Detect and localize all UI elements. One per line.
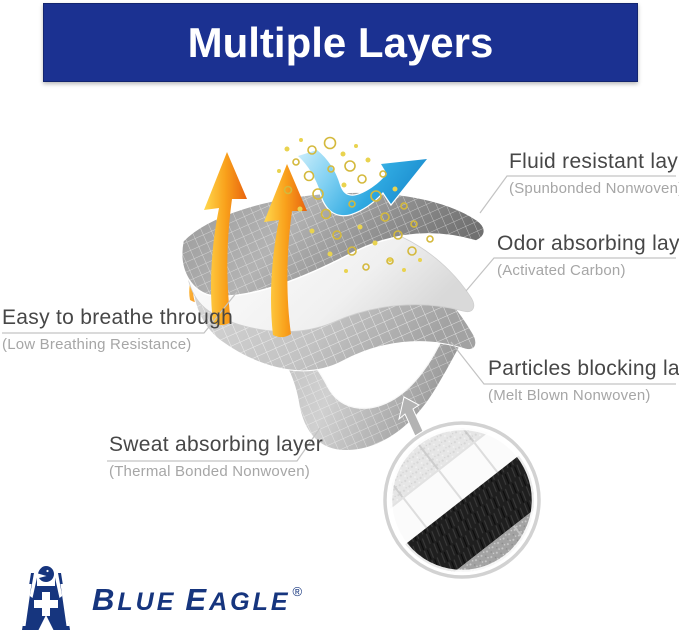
header-banner: Multiple Layers: [43, 3, 638, 82]
callout-title: Fluid resistant layer: [509, 150, 679, 173]
callout-fluid-resistant: Fluid resistant layer (Spunbonded Nonwov…: [509, 150, 679, 198]
callout-subtitle: (Thermal Bonded Nonwoven): [109, 463, 310, 480]
callout-subtitle: (Activated Carbon): [497, 262, 626, 279]
brand-initial: B: [92, 582, 118, 617]
callout-title: Sweat absorbing layer: [109, 433, 324, 456]
callout-particles-blocking: Particles blocking layer (Melt Blown Non…: [488, 357, 679, 405]
callout-easy-breathe: Easy to breathe through (Low Breathing R…: [2, 306, 233, 354]
top-layer-sheet: [181, 191, 486, 298]
callout-title: Easy to breathe through: [2, 306, 234, 329]
particle-dots-icon: [277, 136, 434, 273]
registered-mark: ®: [292, 584, 303, 599]
callout-subtitle: (Spunbonded Nonwoven): [509, 180, 679, 197]
callout-sweat-absorbing: Sweat absorbing layer (Thermal Bonded No…: [109, 433, 323, 481]
callout-odor-absorbing: Odor absorbing layer (Activated Carbon): [497, 232, 679, 280]
page-title: Multiple Layers: [187, 18, 494, 66]
callout-subtitle: (Melt Blown Nonwoven): [488, 387, 651, 404]
heat-up-arrows-icon: [204, 152, 307, 338]
blue-eagle-logo-icon: [22, 566, 70, 630]
callout-title: Odor absorbing layer: [497, 232, 679, 255]
callout-leader-lines: [2, 175, 676, 462]
brand-initial: E: [185, 582, 210, 617]
callout-subtitle: (Low Breathing Resistance): [2, 336, 192, 353]
callout-title: Particles blocking layer: [488, 357, 679, 380]
closeup-pointer-arrow-icon: [398, 396, 424, 437]
